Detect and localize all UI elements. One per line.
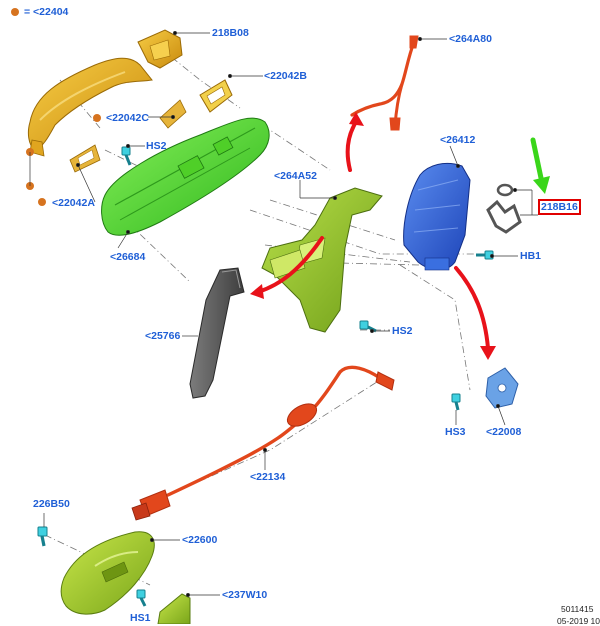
- label-hs3[interactable]: HS3: [445, 426, 466, 438]
- screw-226b50: [37, 526, 48, 547]
- interior-release-cable-shape: [131, 365, 395, 521]
- label-22134[interactable]: <22134: [250, 471, 286, 483]
- reference-code: 5011415: [561, 604, 594, 614]
- label-237w10[interactable]: <237W10: [222, 589, 268, 601]
- latch-seal-shapes: [486, 183, 522, 234]
- screw-hs2-upper: [121, 146, 132, 166]
- label-22042c[interactable]: <22042C: [106, 112, 149, 124]
- label-26684[interactable]: <26684: [110, 251, 146, 263]
- fastener-shapes: [37, 146, 494, 607]
- door-latch-shape: [403, 162, 471, 271]
- weather-seal-shape: [189, 267, 245, 399]
- legend-bullet: [11, 8, 19, 16]
- label-218b08[interactable]: 218B08: [212, 27, 249, 39]
- handle-bracket-shape: [101, 117, 270, 236]
- latch-clip-shape: [485, 367, 519, 409]
- exterior-door-handle-shape: [27, 57, 153, 157]
- latch-support-bracket-shape: [261, 187, 383, 333]
- screw-hs2-lower: [359, 320, 377, 333]
- label-hs2-lower[interactable]: HS2: [392, 325, 413, 337]
- reference-date: 05-2019 10: [557, 616, 600, 626]
- interior-door-handle-shape: [60, 531, 191, 624]
- label-25766[interactable]: <25766: [145, 330, 181, 342]
- label-22600[interactable]: <22600: [182, 534, 218, 546]
- leader-lines: [29, 31, 538, 597]
- arrow-heads: [250, 112, 496, 360]
- label-22042b[interactable]: <22042B: [264, 70, 307, 82]
- label-26412[interactable]: <26412: [440, 134, 476, 146]
- legend-text: = <22404: [24, 6, 69, 18]
- handle-cap-shape: [137, 29, 183, 69]
- green-indicator-arrow: [530, 137, 550, 194]
- label-22042a[interactable]: <22042A: [52, 197, 95, 209]
- arrow-to-clip: [454, 266, 490, 350]
- screw-hs3: [451, 393, 461, 411]
- label-22008[interactable]: <22008: [486, 426, 522, 438]
- screw-hs1: [136, 589, 147, 607]
- label-hs2-upper[interactable]: HS2: [146, 140, 167, 152]
- arrow-to-seal: [256, 236, 324, 294]
- label-264a52[interactable]: <264A52: [274, 170, 317, 182]
- label-226b50[interactable]: 226B50: [33, 498, 70, 510]
- label-218b16[interactable]: 218B16: [538, 199, 581, 215]
- upper-release-cable-shape: [350, 35, 419, 131]
- label-hb1[interactable]: HB1: [520, 250, 542, 262]
- label-hs1[interactable]: HS1: [130, 612, 151, 624]
- direction-arrows: [256, 120, 490, 350]
- label-264a80[interactable]: <264A80: [449, 33, 492, 45]
- arrow-to-upper-cable: [345, 120, 358, 172]
